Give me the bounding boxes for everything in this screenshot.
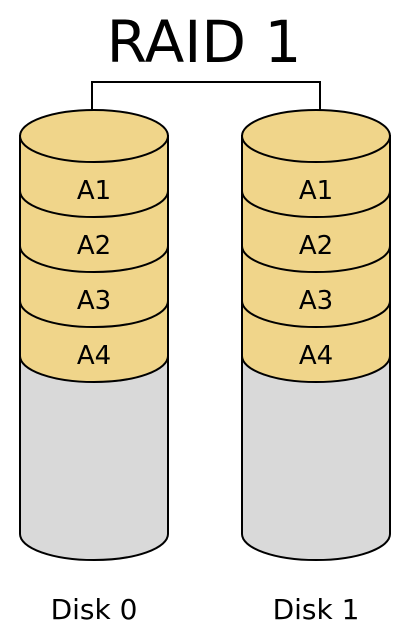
block-label: A4 bbox=[77, 341, 111, 371]
block-label: A3 bbox=[77, 286, 111, 316]
empty-space bbox=[19, 355, 169, 561]
disk-0-label: Disk 0 bbox=[51, 593, 138, 626]
block-label: A1 bbox=[299, 176, 333, 206]
cylinder-top bbox=[241, 109, 391, 163]
cylinder-top bbox=[19, 109, 169, 163]
block-label: A1 bbox=[77, 176, 111, 206]
diagram-title: RAID 1 bbox=[107, 8, 302, 76]
block-label: A3 bbox=[299, 286, 333, 316]
block-label: A4 bbox=[299, 341, 333, 371]
disk-1-label: Disk 1 bbox=[273, 593, 360, 626]
block-label: A2 bbox=[299, 231, 333, 261]
empty-space bbox=[241, 355, 391, 561]
block-label: A2 bbox=[77, 231, 111, 261]
